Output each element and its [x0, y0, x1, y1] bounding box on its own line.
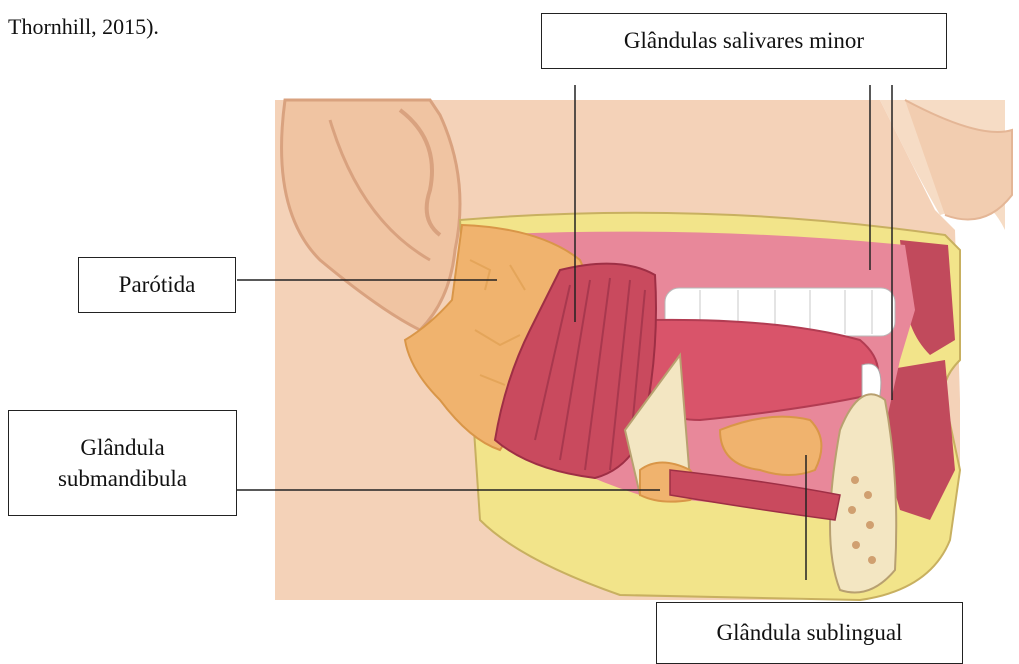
label-glandulas-salivares-minor: Glândulas salivares minor: [541, 13, 947, 69]
label-minor-text: Glândulas salivares minor: [624, 25, 864, 56]
label-parotida-text: Parótida: [119, 269, 196, 300]
label-glandula-sublingual: Glândula sublingual: [656, 602, 963, 664]
label-glandula-submandibula: Glândula submandibula: [8, 410, 237, 516]
label-submandibula-line2: submandibula: [58, 463, 187, 494]
label-submandibula-line1: Glândula: [80, 432, 164, 463]
label-parotida: Parótida: [78, 257, 236, 313]
label-sublingual-text: Glândula sublingual: [717, 617, 903, 648]
